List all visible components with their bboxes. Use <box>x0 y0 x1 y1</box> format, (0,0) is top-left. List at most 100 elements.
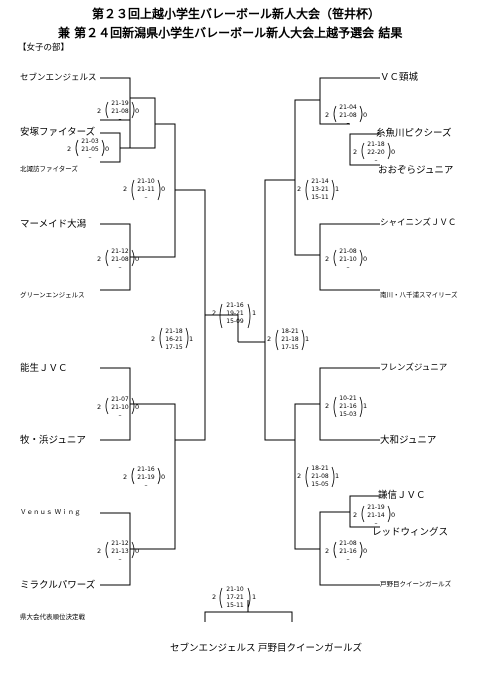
match-l6-lost: 0 <box>135 403 140 411</box>
match-r7-set-1: 18-21 <box>311 465 329 472</box>
match-l8-lost: 0 <box>135 547 140 555</box>
match-l7-set-3: – <box>144 482 148 489</box>
team-right-7: 大和ジュニア <box>380 435 437 446</box>
match-l5-lost: 1 <box>189 335 194 343</box>
match-r8-set-3: – <box>374 520 378 527</box>
match-r3-set-3: 15-11 <box>311 194 329 201</box>
match-r4-set-2: 21-10 <box>339 256 357 263</box>
team-right-8: 謙信ＪＶＣ <box>378 490 426 501</box>
match-r9-set-3: – <box>346 556 350 563</box>
team-left-2: 安塚ファイターズ <box>20 127 96 138</box>
title-line-1: 第２３回上越小学生バレーボール新人大会（笹井杯） <box>92 7 381 21</box>
match-l5-won: 2 <box>151 335 156 343</box>
match-l7-won: 2 <box>123 473 128 481</box>
match-r2-set-2: 22-20 <box>367 149 385 156</box>
match-r9-set-1: 21-08 <box>339 540 357 547</box>
match-r5-set-3: 17-15 <box>281 344 299 351</box>
playoff-team-2: 戸野目クイーンガールズ <box>258 643 363 654</box>
match-r2-set-1: 21-18 <box>367 141 385 148</box>
match-r5-set-1: 18-21 <box>281 328 299 335</box>
match-r6-set-3: 15-03 <box>339 411 357 418</box>
team-left-9: ミラクルパワーズ <box>20 580 96 591</box>
team-right-10: 戸野目クイーンガールズ <box>380 580 452 588</box>
match-l4-set-1: 21-12 <box>111 248 129 255</box>
match-l8-set-3: – <box>118 556 122 563</box>
line-right-r1a <box>319 77 380 125</box>
match-r8-set-2: 21-14 <box>367 512 385 519</box>
match-l6-set-1: 21-07 <box>111 396 129 403</box>
match-r3-won: 2 <box>297 185 302 193</box>
section-label: 【女子の部】 <box>18 43 70 53</box>
team-right-1: ＶＣ頸城 <box>380 72 419 83</box>
match-r2-won: 2 <box>353 148 358 156</box>
line-right-semi <box>264 179 295 441</box>
match-playoff-set-1: 21-10 <box>226 586 244 593</box>
team-right-5: 南川・八千浦スマイリーズ <box>380 291 458 299</box>
match-r1-lost: 0 <box>363 111 368 119</box>
match-r1-set-2: 21-08 <box>339 112 357 119</box>
match-r6-set-1: 10-21 <box>339 395 357 402</box>
match-r8-lost: 0 <box>391 511 396 519</box>
match-l5-set-2: 16-21 <box>165 336 183 343</box>
match-r1-set-3: – <box>346 120 350 127</box>
match-r3-set-2: 13-21 <box>311 186 329 193</box>
match-l2-set-2: 21-05 <box>81 146 99 153</box>
team-right-9: レッドウィングス <box>372 527 449 538</box>
match-r9-set-2: 21-16 <box>339 548 357 555</box>
match-r5-won: 2 <box>267 335 272 343</box>
match-l7-set-1: 21-16 <box>137 466 155 473</box>
match-r7-set-2: 21-08 <box>311 473 329 480</box>
line-left-r1a <box>100 77 131 121</box>
match-playoff-set-3: 15-11 <box>226 602 244 609</box>
line-right-r1b <box>349 133 380 166</box>
match-l8-won: 2 <box>97 547 102 555</box>
match-l2-won: 2 <box>67 145 72 153</box>
match-final-won: 2 <box>212 309 217 317</box>
match-l8-set-1: 21-12 <box>111 540 129 547</box>
team-left-3: 北諏訪ファイターズ <box>20 165 78 173</box>
team-left-5: グリーンエンジェルス <box>20 291 85 299</box>
match-r3-lost: 1 <box>335 185 340 193</box>
team-right-6: フレンズジュニア <box>380 363 448 373</box>
match-l3-set-1: 21-10 <box>137 178 155 185</box>
match-l1-set-2: 21-08 <box>111 108 129 115</box>
match-l8-set-2: 21-13 <box>111 548 129 555</box>
team-left-7: 牧・浜ジュニア <box>20 435 86 446</box>
team-right-4: シャイニンズＪＶＣ <box>380 218 457 228</box>
match-l7-set-2: 21-19 <box>137 474 155 481</box>
match-l3-set-3: – <box>144 194 148 201</box>
match-r7-lost: 1 <box>335 472 340 480</box>
match-r1-set-1: 21-04 <box>339 104 357 111</box>
match-r4-lost: 0 <box>363 255 368 263</box>
team-left-6: 能生ＪＶＣ <box>20 363 68 374</box>
match-playoff-set-2: 17-21 <box>226 594 244 601</box>
match-l3-set-2: 21-11 <box>137 186 155 193</box>
match-l1-won: 2 <box>97 107 102 115</box>
match-r6-lost: 1 <box>363 402 368 410</box>
line-right-r2b <box>319 223 380 291</box>
match-r4-set-1: 21-08 <box>339 248 357 255</box>
match-playoff-won: 2 <box>212 593 217 601</box>
match-r9-won: 2 <box>325 547 330 555</box>
match-l1-set-1: 21-19 <box>111 100 129 107</box>
match-r8-set-1: 21-19 <box>367 504 385 511</box>
match-r7-set-3: 15-05 <box>311 481 329 488</box>
match-l4-lost: 0 <box>135 255 140 263</box>
match-l5-set-1: 21-18 <box>165 328 183 335</box>
match-l5-set-3: 17-15 <box>165 344 183 351</box>
team-left-8: Ｖｅｎｕｓ Ｗｉｎｇ <box>20 508 81 516</box>
match-playoff-lost: 1 <box>252 593 257 601</box>
match-r8-won: 2 <box>353 511 358 519</box>
line-right-r3b <box>294 403 320 550</box>
match-l2-set-1: 21-03 <box>81 138 99 145</box>
match-r6-set-2: 21-16 <box>339 403 357 410</box>
match-l2-set-3: – <box>88 154 92 161</box>
match-final-set-2: 19-21 <box>226 310 244 317</box>
match-r5-lost: 1 <box>305 335 310 343</box>
match-final-set-3: 15-09 <box>226 318 244 325</box>
match-l7-lost: 0 <box>161 473 166 481</box>
playoff-label: 県大会代表順位決定戦 <box>20 613 85 621</box>
team-right-2: 糸魚川ピクシーズ <box>376 128 452 139</box>
match-r1-won: 2 <box>325 111 330 119</box>
